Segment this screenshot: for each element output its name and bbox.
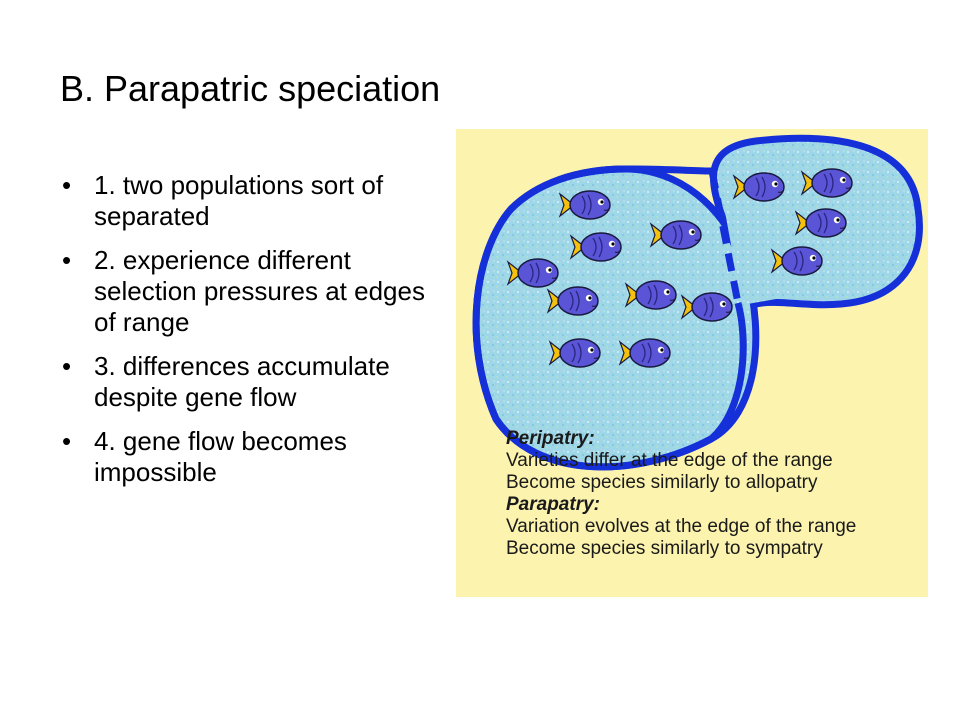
bullet-item: • 2. experience different selection press… bbox=[58, 245, 428, 338]
region-overlap-fill bbox=[718, 169, 776, 305]
bullet-dot: • bbox=[62, 426, 72, 456]
bullet-dot: • bbox=[62, 351, 72, 381]
bullet-item: • 3. differences accumulate despite gene … bbox=[58, 351, 428, 413]
diagram-legend: Peripatry: Varieties differ at the edge … bbox=[506, 428, 856, 560]
bullet-list: • 1. two populations sort of separated • 2… bbox=[58, 170, 428, 501]
bullet-item: • 4. gene flow becomes impossible bbox=[58, 426, 428, 488]
parapatry-heading: Parapatry: bbox=[506, 494, 600, 515]
speciation-diagram: Peripatry: Varieties differ at the edge … bbox=[456, 129, 928, 597]
bullet-item: • 1. two populations sort of separated bbox=[58, 170, 428, 232]
bullet-dot: • bbox=[62, 170, 72, 200]
parapatry-line: Variation evolves at the edge of the ran… bbox=[506, 516, 857, 537]
bullet-text: 4. gene flow becomes impossible bbox=[94, 426, 347, 487]
bullet-dot: • bbox=[62, 245, 72, 275]
bullet-text: 2. experience different selection pressu… bbox=[94, 245, 425, 337]
bullet-text: 1. two populations sort of separated bbox=[94, 170, 384, 231]
peripatry-line: Varieties differ at the edge of the rang… bbox=[506, 450, 833, 471]
range-boundary-dashed bbox=[708, 170, 742, 304]
parapatry-line: Become species similarly to sympatry bbox=[506, 538, 823, 559]
left-range-edge bbox=[508, 165, 713, 212]
peripatry-heading: Peripatry: bbox=[506, 428, 595, 449]
bullet-text: 3. differences accumulate despite gene f… bbox=[94, 351, 390, 412]
slide-title: B. Parapatric speciation bbox=[60, 68, 441, 109]
right-range-edge bbox=[472, 206, 747, 471]
range-map bbox=[472, 134, 923, 471]
peripatry-line: Become species similarly to allopatry bbox=[506, 472, 818, 493]
